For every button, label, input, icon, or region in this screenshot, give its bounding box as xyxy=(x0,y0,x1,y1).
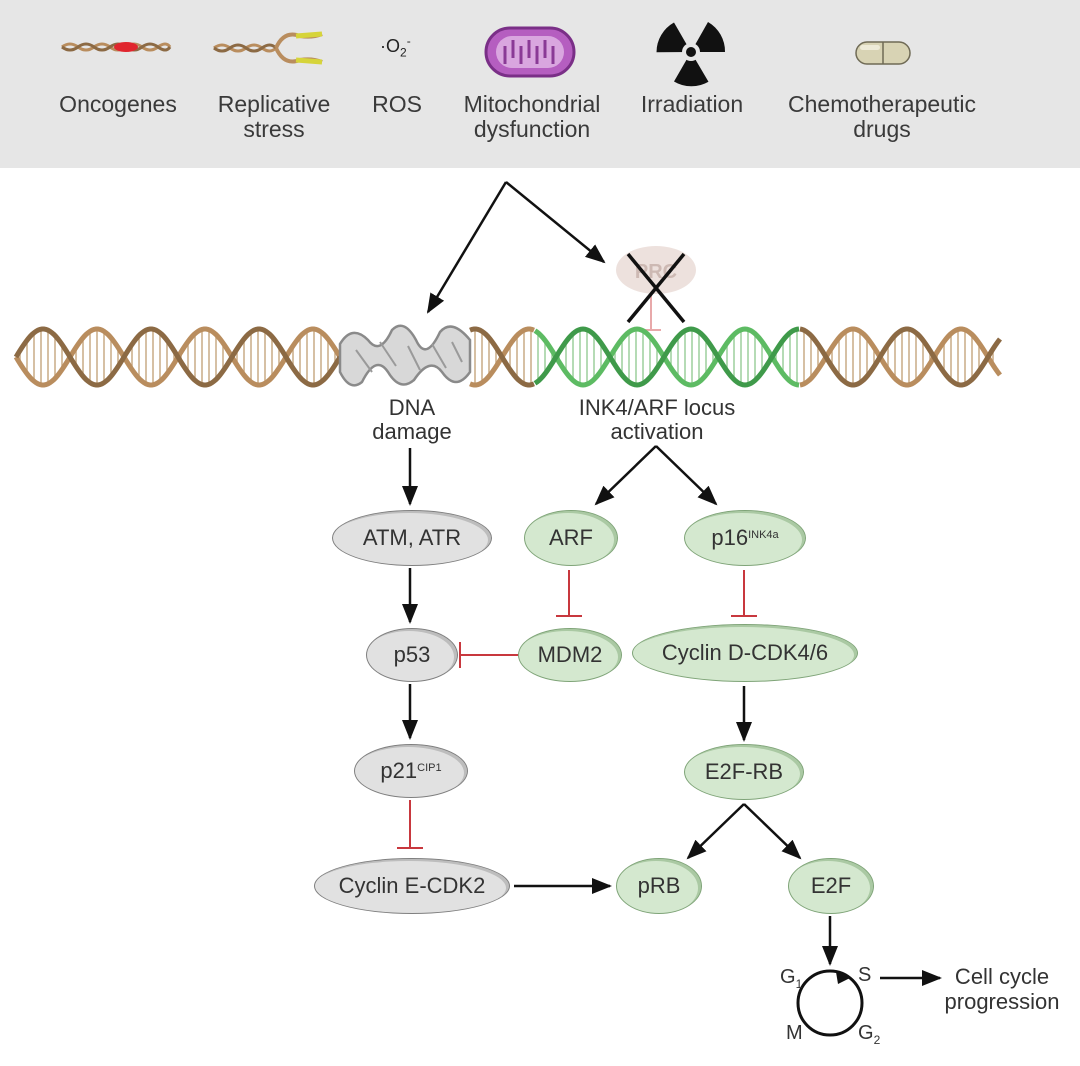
stimulus-mitochondrial-label: Mitochondrial dysfunction xyxy=(463,91,601,142)
dna-helix xyxy=(13,324,1002,388)
stimulus-chemo-label: Chemotherapeutic drugs xyxy=(788,91,976,142)
dna-backbone xyxy=(533,326,800,388)
cell-cycle-circle xyxy=(796,969,864,1037)
node-prb: pRB xyxy=(616,858,702,914)
node-arf: ARF xyxy=(524,510,618,566)
pill-capsule-icon xyxy=(855,41,911,65)
node-cyclin-e-cdk2: Cyclin E-CDK2 xyxy=(314,858,510,914)
node-e2f: E2F xyxy=(788,858,874,914)
cell-cycle-progression-label: Cell cycle progression xyxy=(944,964,1060,1014)
node-mdm2: MDM2 xyxy=(518,628,622,682)
stimuli-icons xyxy=(61,22,911,87)
ink4-arf-activation-label: INK4/ARF locus activation xyxy=(578,395,736,444)
prc-inhibited: PRC xyxy=(616,246,696,331)
dna-backbone xyxy=(13,326,343,388)
replication-fork-icon xyxy=(213,31,323,65)
phase-m-label: M xyxy=(786,1022,803,1044)
superoxide-radical-icon: ·O2- xyxy=(380,34,411,60)
node-e2f-rb: E2F-RB xyxy=(684,744,804,800)
dna-backbone xyxy=(799,326,1002,388)
dna-strand-mutation-icon xyxy=(61,42,172,52)
dna-backbone xyxy=(533,326,800,388)
stimulus-ros-label: ROS xyxy=(372,91,422,117)
phase-s-label: S xyxy=(858,964,872,986)
dna-damage-label: DNA damage xyxy=(372,395,452,444)
node-atm-atr: ATM, ATR xyxy=(332,510,492,566)
phase-g1-label: G1 xyxy=(780,966,803,991)
stimuli-panel: ·O2- Oncogenes Replicative stress ROS Mi… xyxy=(0,0,1080,168)
dna-backbone xyxy=(799,326,1002,388)
pathway-arrows xyxy=(402,445,942,986)
stimulus-oncogenes-label: Oncogenes xyxy=(59,91,177,117)
dna-backbone xyxy=(469,326,535,388)
stimulus-irradiation-label: Irradiation xyxy=(640,91,744,117)
stimulus-replicative-stress-label: Replicative stress xyxy=(217,91,331,142)
node-cyclin-d-cdk46: Cyclin D-CDK4/6 xyxy=(632,624,858,682)
dna-damage-site xyxy=(338,324,472,387)
inhibition-lines xyxy=(397,570,757,849)
phase-g2-label: G2 xyxy=(858,1022,881,1047)
mitochondrion-icon xyxy=(484,26,576,78)
stimuli-arrows xyxy=(426,181,606,314)
radiation-hazard-icon xyxy=(656,22,726,87)
node-p53: p53 xyxy=(366,628,458,682)
